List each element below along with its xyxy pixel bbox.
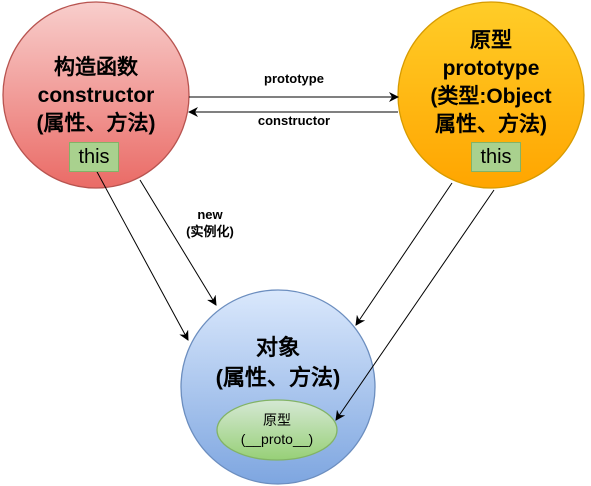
object-title: 对象 <box>255 335 300 360</box>
proto-label: 原型 (__proto__) <box>217 411 337 449</box>
prototype-this-tag[interactable]: this <box>471 142 521 172</box>
new-instantiate: (实例化) <box>186 224 234 239</box>
constructor-this-tag[interactable]: this <box>69 142 119 172</box>
object-members: (属性、方法) <box>215 365 341 390</box>
prototype-label: 原型 prototype (类型:Object 属性、方法) <box>401 27 581 139</box>
prototype-to-object-arrow[interactable] <box>355 182 453 326</box>
prototype-title-cn: 原型 <box>470 29 512 52</box>
prototype-title-en: prototype <box>442 57 540 80</box>
proto-name: (__proto__) <box>240 431 314 447</box>
proto-ellipse[interactable] <box>216 399 338 461</box>
object-label: 对象 (属性、方法) <box>188 333 368 393</box>
this-to-proto-arrow[interactable] <box>335 189 495 421</box>
constructor-title-cn: 构造函数 <box>54 56 138 79</box>
constructor-members: (属性、方法) <box>36 112 156 135</box>
constructor-node[interactable] <box>2 1 190 189</box>
proto-title: 原型 <box>263 412 291 428</box>
prototype-members: 属性、方法) <box>435 113 547 136</box>
constructor-edge-label: constructor <box>257 113 331 128</box>
constructor-label: 构造函数 constructor (属性、方法) <box>6 54 186 138</box>
new-instance-arrow[interactable] <box>139 179 217 306</box>
prototype-edge-label: prototype <box>264 71 324 86</box>
new-edge-label: new (实例化) <box>170 206 250 240</box>
prototype-type: (类型:Object <box>430 85 552 108</box>
constructor-title-en: constructor <box>37 84 155 107</box>
new-keyword: new <box>197 207 223 222</box>
this-to-object-arrow[interactable] <box>95 169 189 341</box>
